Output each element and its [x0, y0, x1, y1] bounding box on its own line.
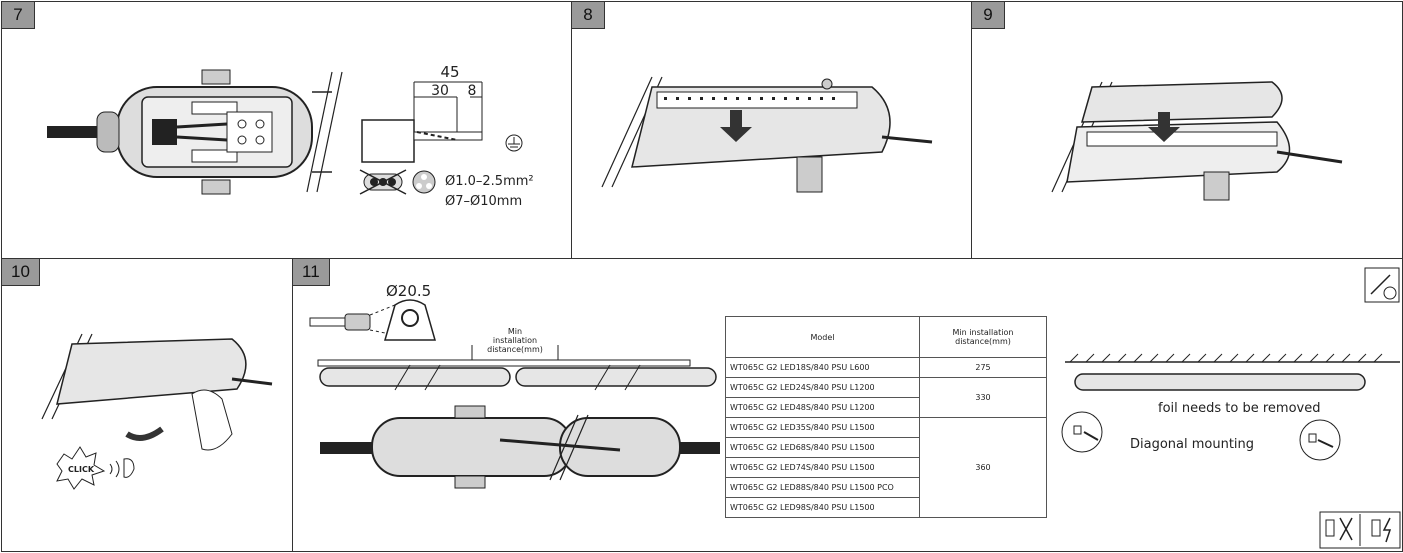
distance-cell: 275	[919, 357, 1047, 378]
header-model: Model	[725, 316, 920, 358]
distance-cell: 360	[919, 417, 1047, 518]
hole-diameter: Ø20.5	[386, 282, 431, 300]
cable-diameter: Ø7–Ø10mm	[445, 194, 522, 209]
step-10-illustration: CLICK	[41, 333, 273, 490]
panel-step-7: 7 45 30 8	[1, 1, 572, 259]
step-8-illustration	[601, 76, 933, 193]
step-number-10: 10	[2, 259, 40, 286]
table-row: WT065C G2 LED88S/840 PSU L1500 PCO	[725, 477, 1047, 498]
table-row: WT065C G2 LED18S/840 PSU L600 275	[725, 357, 1047, 378]
panel-step-10: 10 CLICK	[1, 258, 293, 552]
model-cell: WT065C G2 LED98S/840 PSU L1500	[725, 497, 920, 518]
min-dist-label-3: distance(mm)	[487, 345, 543, 354]
min-dist-label-2: installation	[493, 336, 537, 345]
step-number-8: 8	[572, 2, 605, 29]
min-dist-label-1: Min	[508, 327, 522, 336]
table-row: WT065C G2 LED35S/840 PSU L1500 360	[725, 417, 1047, 518]
table-row: WT065C G2 LED98S/840 PSU L1500	[725, 497, 1047, 518]
model-cell: WT065C G2 LED68S/840 PSU L1500	[725, 437, 920, 458]
dim-inner: 8	[468, 83, 477, 99]
step-7-illustration: 45 30 8 Ø1.0–2.5mm² Ø7–Ø10mm	[47, 63, 534, 209]
model-cell: WT065C G2 LED24S/840 PSU L1200	[725, 377, 920, 398]
distance-cell: 330	[919, 377, 1047, 418]
step-number-9: 9	[972, 2, 1005, 29]
wire-section: Ø1.0–2.5mm²	[445, 174, 534, 189]
installation-distance-table: Model Min installation distance(mm) WT06…	[725, 316, 1047, 518]
model-cell: WT065C G2 LED18S/840 PSU L600	[725, 357, 920, 378]
table-row: WT065C G2 LED24S/840 PSU L1200 330	[725, 377, 1047, 418]
model-cell: WT065C G2 LED88S/840 PSU L1500 PCO	[725, 477, 920, 498]
foil-note: foil needs to be removed	[1158, 401, 1320, 416]
click-text: CLICK	[68, 465, 95, 474]
diagonal-note: Diagonal mounting	[1130, 437, 1254, 452]
model-cell: WT065C G2 LED35S/840 PSU L1500	[725, 417, 920, 438]
screwdriver-icon	[1364, 267, 1400, 303]
model-cell: WT065C G2 LED74S/840 PSU L1500	[725, 457, 920, 478]
step-number-11: 11	[293, 259, 330, 286]
dim-total: 45	[440, 63, 459, 81]
table-header-row: Model Min installation distance(mm)	[725, 316, 1047, 358]
panel-step-9: 9	[971, 1, 1403, 259]
dim-outer: 30	[431, 83, 449, 99]
model-cell: WT065C G2 LED48S/840 PSU L1200	[725, 397, 920, 418]
header-distance: Min installation distance(mm)	[919, 316, 1047, 358]
step-9-illustration	[1051, 81, 1343, 201]
step-number-7: 7	[2, 2, 35, 29]
